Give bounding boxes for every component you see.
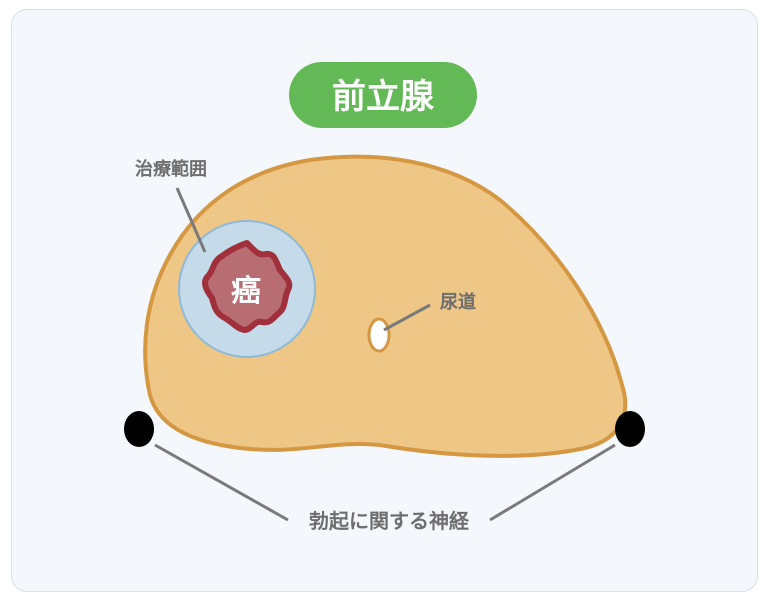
urethra-ellipse — [367, 317, 391, 353]
nerve-left-leader-line — [154, 443, 289, 522]
treatment-area-label: 治療範囲 — [135, 158, 207, 180]
cancer-label: 癌 — [231, 274, 261, 309]
treatment-area-leader-line — [175, 187, 207, 253]
nerve-right-leader-line — [489, 443, 616, 522]
urethra-label: 尿道 — [440, 291, 476, 313]
cancer-shape — [202, 240, 293, 333]
title-text: 前立腺 — [332, 77, 435, 117]
nerves-label: 勃起に関する神経 — [309, 509, 470, 533]
title-badge-background — [289, 62, 477, 128]
title-badge: 前立腺 — [289, 62, 477, 128]
nerve-left-dot — [124, 411, 154, 447]
urethra-leader-line — [383, 303, 431, 332]
nerve-right-dot — [615, 411, 645, 447]
